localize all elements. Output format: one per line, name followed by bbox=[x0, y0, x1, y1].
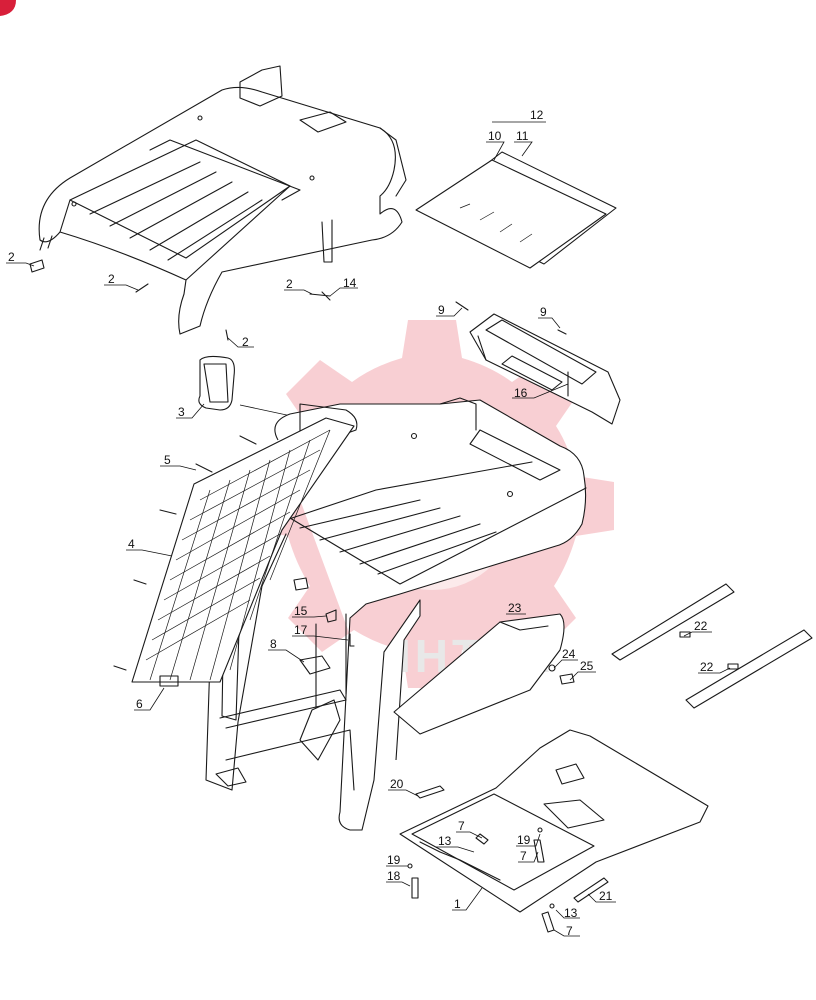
callout-18: 18 bbox=[386, 869, 411, 887]
fastener-set-top bbox=[29, 259, 567, 341]
callout-19a: 19 bbox=[516, 833, 541, 847]
callout-2d: 2 bbox=[227, 335, 254, 349]
svg-text:7: 7 bbox=[566, 924, 573, 938]
svg-text:24: 24 bbox=[562, 647, 576, 661]
svg-text:9: 9 bbox=[540, 305, 547, 319]
callout-15: 15 bbox=[292, 604, 327, 618]
roof-frame-top bbox=[38, 65, 407, 335]
bracket-8 bbox=[299, 655, 331, 675]
callout-3: 3 bbox=[176, 403, 205, 419]
svg-text:7: 7 bbox=[458, 819, 465, 833]
svg-text:6: 6 bbox=[136, 697, 143, 711]
side-panel-23 bbox=[393, 613, 575, 735]
callout-17: 17 bbox=[292, 623, 349, 641]
callout-6: 6 bbox=[134, 687, 165, 711]
bolt-17 bbox=[349, 633, 355, 647]
callout-20: 20 bbox=[388, 777, 419, 797]
svg-text:9: 9 bbox=[438, 303, 445, 317]
callout-14: 14 bbox=[329, 276, 358, 297]
clip-15 bbox=[325, 609, 337, 623]
svg-text:16: 16 bbox=[514, 386, 528, 400]
callout-19b: 19 bbox=[386, 853, 408, 867]
svg-text:10: 10 bbox=[488, 129, 502, 143]
svg-text:13: 13 bbox=[438, 834, 452, 848]
callout-7c: 7 bbox=[553, 924, 580, 938]
svg-text:22: 22 bbox=[694, 619, 708, 633]
svg-text:20: 20 bbox=[390, 777, 404, 791]
svg-text:12: 12 bbox=[530, 108, 544, 122]
callout-22b: 22 bbox=[698, 660, 731, 674]
callout-4: 4 bbox=[126, 537, 173, 557]
callout-10: 10 bbox=[486, 129, 505, 161]
callout-2c: 2 bbox=[284, 277, 313, 295]
pad bbox=[159, 675, 179, 687]
svg-text:19: 19 bbox=[387, 853, 401, 867]
svg-text:8: 8 bbox=[270, 637, 277, 651]
callout-23: 23 bbox=[506, 601, 526, 615]
callout-13b: 13 bbox=[555, 906, 580, 920]
callout-11: 11 bbox=[514, 129, 533, 157]
rear-window-mesh bbox=[131, 417, 355, 683]
svg-text:14: 14 bbox=[343, 276, 357, 290]
svg-text:11: 11 bbox=[516, 129, 529, 143]
callout-21: 21 bbox=[587, 889, 616, 903]
svg-text:15: 15 bbox=[294, 604, 308, 618]
callout-24: 24 bbox=[553, 647, 578, 669]
svg-text:4: 4 bbox=[128, 537, 135, 551]
callout-9b: 9 bbox=[538, 305, 561, 329]
svg-text:17: 17 bbox=[294, 623, 308, 637]
callout-12: 12 bbox=[492, 108, 546, 123]
svg-text:2: 2 bbox=[8, 250, 15, 264]
callout-2b: 2 bbox=[104, 272, 139, 291]
callout-2a: 2 bbox=[6, 250, 35, 267]
svg-text:21: 21 bbox=[599, 889, 613, 903]
seal-gasket bbox=[198, 355, 235, 411]
svg-text:23: 23 bbox=[508, 601, 522, 615]
callout-22a: 22 bbox=[683, 619, 712, 637]
svg-text:18: 18 bbox=[387, 869, 401, 883]
callout-13a: 13 bbox=[436, 834, 475, 853]
callout-5: 5 bbox=[160, 453, 197, 471]
svg-text:2: 2 bbox=[108, 272, 115, 286]
svg-text:13: 13 bbox=[564, 906, 578, 920]
callout-7b: 7 bbox=[518, 849, 539, 863]
svg-text:2: 2 bbox=[242, 335, 249, 349]
svg-text:3: 3 bbox=[178, 405, 185, 419]
svg-text:25: 25 bbox=[580, 659, 594, 673]
svg-text:1: 1 bbox=[454, 897, 461, 911]
svg-text:2: 2 bbox=[286, 277, 293, 291]
callout-7a: 7 bbox=[456, 819, 483, 839]
floor-plate bbox=[399, 729, 709, 913]
callout-1: 1 bbox=[452, 887, 483, 911]
bracket bbox=[293, 577, 309, 591]
air-duct-assembly bbox=[469, 313, 621, 425]
svg-text:19: 19 bbox=[517, 833, 531, 847]
svg-text:5: 5 bbox=[164, 453, 171, 467]
roof-glass-panel bbox=[415, 151, 617, 269]
callout-25: 25 bbox=[569, 659, 596, 681]
corner-marker-icon bbox=[0, 0, 16, 16]
mesh-pins bbox=[113, 435, 257, 671]
callout-8: 8 bbox=[268, 637, 305, 663]
guide-rails bbox=[611, 583, 813, 709]
svg-text:22: 22 bbox=[700, 660, 714, 674]
svg-text:7: 7 bbox=[520, 849, 527, 863]
callout-16: 16 bbox=[512, 383, 569, 400]
callout-9a: 9 bbox=[436, 303, 463, 317]
